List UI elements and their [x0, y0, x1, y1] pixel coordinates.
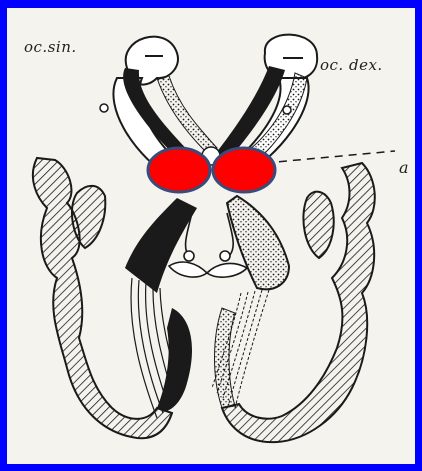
right-eye-label: oc. dex. [320, 56, 383, 74]
marker-a-label: a [399, 158, 409, 177]
right-occipital-dotted [215, 308, 236, 408]
optic-chiasm-drawing [7, 8, 415, 464]
highlight-oval-left [148, 148, 210, 192]
highlight-oval-right [213, 148, 275, 192]
right-inner-lobe [303, 192, 333, 258]
left-eye-label: oc.sin. [24, 38, 77, 56]
marker-leader-line [265, 151, 395, 163]
figure-frame: oc.sin. oc. dex. a [7, 8, 415, 464]
left-inner-lobe [72, 186, 105, 248]
left-occipital-black [157, 308, 192, 411]
